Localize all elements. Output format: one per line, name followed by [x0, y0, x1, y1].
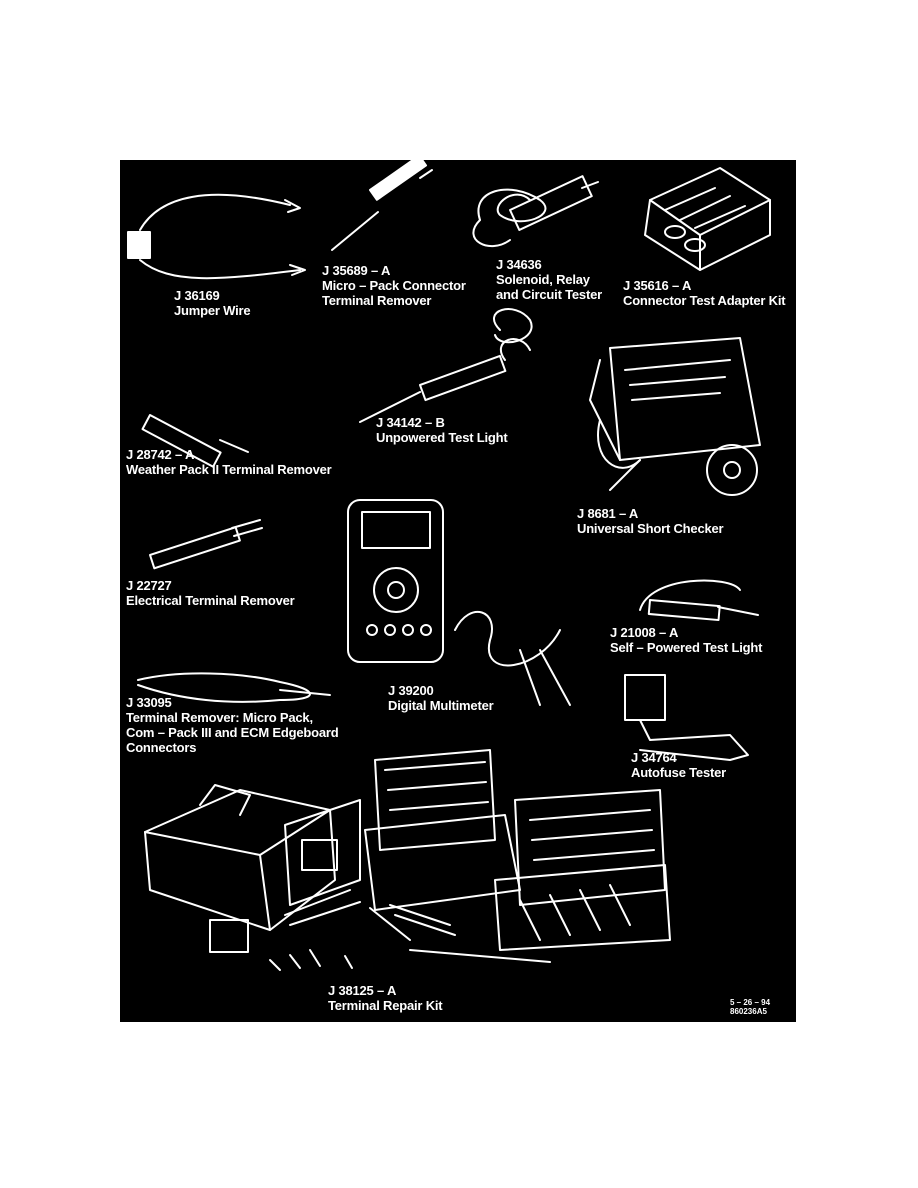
tool-number: J 33095: [126, 695, 172, 710]
tool-number: J 39200: [388, 683, 434, 698]
short-checker-label: J 8681 – A Universal Short Checker: [577, 506, 724, 536]
terminal-repair-kit-label: J 38125 – A Terminal Repair Kit: [328, 983, 443, 1013]
illustration-plate: J 36169 Jumper Wire J 35689 – A Micro – …: [120, 160, 796, 1022]
tool-name-line2: and Circuit Tester: [496, 287, 602, 302]
tool-number: J 34764: [631, 750, 677, 765]
self-powered-test-light-drawing: [639, 579, 759, 622]
weather-pack-remover-drawing: [141, 414, 249, 468]
unpowered-test-light-label: J 34142 – B Unpowered Test Light: [376, 415, 508, 445]
terminal-repair-kit-drawing: [144, 749, 671, 971]
figure-date: 5 – 26 – 94: [730, 998, 771, 1007]
tool-name-line1: Solenoid, Relay: [496, 272, 590, 287]
tool-name-line3: Connectors: [126, 740, 197, 755]
tool-name: Jumper Wire: [174, 303, 251, 318]
tool-number: J 36169: [174, 288, 220, 303]
tool-number: J 8681 – A: [577, 506, 639, 521]
electrical-remover-label: J 22727 Electrical Terminal Remover: [126, 578, 295, 608]
tools-line-art: [127, 160, 771, 971]
tool-number: J 28742 – A: [126, 447, 195, 462]
adapter-kit-drawing: [644, 167, 771, 271]
digital-multimeter-drawing: [347, 499, 571, 706]
tool-name: Universal Short Checker: [577, 521, 724, 536]
autofuse-tester-label: J 34764 Autofuse Tester: [631, 750, 726, 780]
autofuse-tester-drawing: [624, 674, 749, 761]
tool-name: Unpowered Test Light: [376, 430, 508, 445]
weather-pack-remover-label: J 28742 – A Weather Pack II Terminal Rem…: [126, 447, 332, 477]
tool-name: Digital Multimeter: [388, 698, 494, 713]
terminal-remover-33095-label: J 33095 Terminal Remover: Micro Pack, Co…: [126, 695, 339, 755]
figure-id: 860236A5: [730, 1007, 767, 1016]
electrical-remover-drawing: [149, 519, 263, 570]
tool-name: Connector Test Adapter Kit: [623, 293, 786, 308]
tool-name: Self – Powered Test Light: [610, 640, 763, 655]
tool-name: Electrical Terminal Remover: [126, 593, 295, 608]
tool-number: J 35616 – A: [623, 278, 692, 293]
tool-name-line2: Terminal Remover: [322, 293, 432, 308]
tool-number: J 38125 – A: [328, 983, 397, 998]
micro-pack-remover-label: J 35689 – A Micro – Pack Connector Termi…: [322, 263, 466, 308]
tool-number: J 35689 – A: [322, 263, 391, 278]
tool-number: J 21008 – A: [610, 625, 679, 640]
terminal-remover-33095-drawing: [137, 672, 331, 703]
tool-number: J 34142 – B: [376, 415, 445, 430]
jumper-wire-label: J 36169 Jumper Wire: [174, 288, 251, 318]
unpowered-test-light-drawing: [359, 308, 533, 423]
tool-number: J 22727: [126, 578, 172, 593]
solenoid-tester-drawing: [472, 175, 599, 248]
jumper-wire-drawing: [127, 193, 306, 280]
tool-name: Weather Pack II Terminal Remover: [126, 462, 332, 477]
tool-name: Terminal Repair Kit: [328, 998, 443, 1013]
short-checker-drawing: [589, 337, 761, 496]
tool-name-line1: Terminal Remover: Micro Pack,: [126, 710, 313, 725]
figure-code: 5 – 26 – 94 860236A5: [730, 998, 770, 1016]
tool-number: J 34636: [496, 257, 542, 272]
tool-name-line2: Com – Pack III and ECM Edgeboard: [126, 725, 339, 740]
self-powered-test-light-label: J 21008 – A Self – Powered Test Light: [610, 625, 762, 655]
adapter-kit-label: J 35616 – A Connector Test Adapter Kit: [623, 278, 786, 308]
tool-name-line1: Micro – Pack Connector: [322, 278, 466, 293]
micro-pack-remover-drawing: [331, 160, 433, 251]
tool-name: Autofuse Tester: [631, 765, 726, 780]
digital-multimeter-label: J 39200 Digital Multimeter: [388, 683, 494, 713]
solenoid-tester-label: J 34636 Solenoid, Relay and Circuit Test…: [496, 257, 602, 302]
